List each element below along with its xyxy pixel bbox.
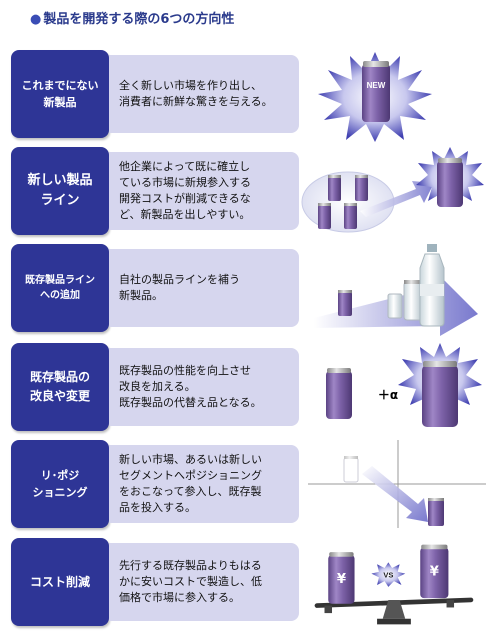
page-title: ●製品を開発する際の6つの方向性 [30, 8, 234, 27]
can-icon [326, 368, 352, 419]
can-icon [362, 61, 390, 122]
can-icon [344, 203, 357, 229]
direction-label: これまでにない 新製品 [11, 50, 109, 138]
entry-arrow [360, 181, 434, 217]
direction-description: 他企業によって既に確立し ている市場に新規参入する 開発コストが削減できるな ど… [109, 152, 299, 230]
faded-can-icon [343, 456, 359, 483]
direction-description: 自社の製品ラインを補う 新製品。 [109, 249, 299, 327]
can-icon [437, 158, 463, 207]
line-extension-illustration [314, 244, 478, 336]
direction-row-new-line: 新しい製品 ライン 他企業によって既に確立し ている市場に新規参入する 開発コス… [0, 147, 487, 239]
can-icon [428, 498, 444, 526]
yen-label: ¥ [337, 572, 346, 587]
can-icon [328, 552, 355, 604]
vs-label: VS [383, 570, 393, 579]
bottle-icon [419, 244, 445, 327]
direction-description: 先行する既存製品よりもはる かに安いコストで製造し、低 価格で市場に参入する。 [109, 543, 299, 621]
reposition-arrow [362, 466, 428, 522]
new-line-illustration [301, 147, 484, 233]
repositioning-illustration [308, 440, 486, 528]
direction-row-cost-reduction: コスト削減 先行する既存製品よりもはる かに安いコストで製造し、低 価格で市場に… [0, 538, 487, 630]
bullet-icon: ● [30, 12, 42, 27]
yen-label: ¥ [430, 565, 439, 580]
direction-description: 既存製品の性能を向上させ 改良を加える。 既存製品の代替え品となる。 [109, 348, 299, 426]
can-icon [420, 544, 449, 599]
direction-description: 新しい市場、あるいは新しい セグメントへポジショニング をおこなって参入し、既存… [109, 445, 299, 523]
plus-alpha-label: ＋α [378, 388, 398, 402]
page-title-text: 製品を開発する際の6つの方向性 [43, 12, 235, 27]
improvement-illustration: ＋α [326, 343, 482, 427]
can-icon [355, 175, 368, 201]
new-badge-text: NEW [367, 81, 386, 90]
direction-row-new-product: これまでにない 新製品 全く新しい市場を作り出し、 消費者に新鮮な驚きを与える。… [0, 50, 487, 142]
direction-label: コスト削減 [11, 538, 109, 626]
direction-description: 全く新しい市場を作り出し、 消費者に新鮮な驚きを与える。 [109, 55, 299, 133]
cost-reduction-illustration: ¥ VS ¥ [314, 544, 474, 625]
direction-row-repositioning: リ･ポジ ショニング 新しい市場、あるいは新しい セグメントへポジショニング を… [0, 440, 487, 532]
can-icon [338, 290, 352, 316]
can-icon [328, 175, 341, 201]
vs-burst-shape [371, 562, 406, 587]
direction-label: 既存製品ライン への追加 [11, 244, 109, 332]
direction-row-line-extension: 既存製品ライン への追加 自社の製品ラインを補う 新製品。 [0, 244, 487, 336]
cup-icon [387, 293, 403, 319]
direction-row-improvement: 既存製品の 改良や変更 既存製品の性能を向上させ 改良を加える。 既存製品の代替… [0, 343, 487, 435]
direction-label: リ･ポジ ショニング [11, 440, 109, 528]
new-product-illustration: NEW [318, 52, 432, 142]
direction-label: 既存製品の 改良や変更 [11, 343, 109, 431]
can-icon [403, 280, 423, 321]
can-icon [422, 361, 458, 427]
can-icon [318, 203, 331, 229]
direction-label: 新しい製品 ライン [11, 147, 109, 235]
balance-scale-icon [314, 597, 474, 625]
